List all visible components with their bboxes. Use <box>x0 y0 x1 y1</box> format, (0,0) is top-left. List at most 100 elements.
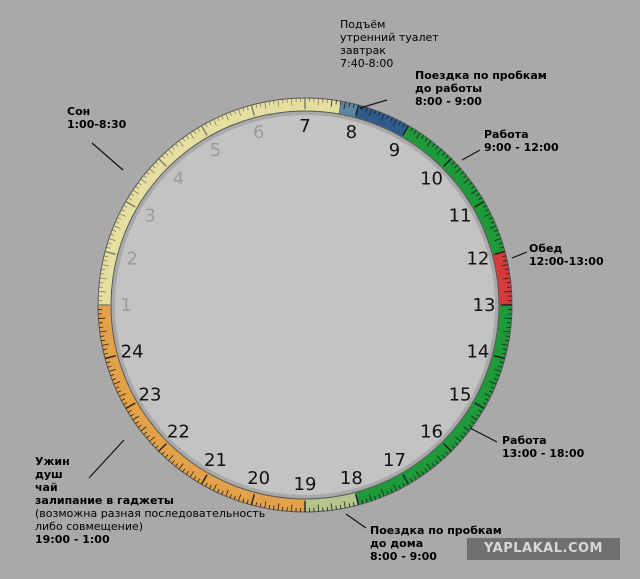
label-sleep-line-1: Сон <box>67 105 91 118</box>
label-morning-line-3: завтрак <box>340 44 386 57</box>
hour-number-9: 9 <box>389 140 400 161</box>
tick-mark <box>435 460 439 464</box>
tick-mark <box>484 393 491 397</box>
tick-mark <box>504 268 509 271</box>
tick-mark <box>471 421 475 425</box>
tick-mark <box>185 471 189 475</box>
tick-mark <box>409 478 413 483</box>
tick-mark <box>365 107 368 112</box>
tick-mark <box>175 143 179 147</box>
label-sleep-line-2: 1:00-8:30 <box>67 118 127 131</box>
label-work-2-line-2: 13:00 - 18:00 <box>502 447 585 460</box>
label-morning-line-1: Подъём <box>340 18 386 31</box>
hour-number-16: 16 <box>420 422 443 443</box>
tick-mark <box>155 161 159 165</box>
tick-mark <box>330 99 333 107</box>
tick-mark <box>490 221 495 224</box>
tick-mark <box>197 127 201 132</box>
label-work-1: Работа 9:00 - 12:00 <box>484 128 559 154</box>
tick-mark <box>110 233 115 236</box>
tick-mark <box>130 413 135 417</box>
tick-mark <box>413 130 417 135</box>
hour-number-1: 1 <box>120 295 131 316</box>
tick-mark <box>168 455 174 461</box>
tick-mark <box>498 242 503 245</box>
tick-mark <box>242 498 245 503</box>
tick-mark <box>108 368 116 372</box>
tick-mark <box>101 339 106 342</box>
tick-mark <box>238 494 242 502</box>
label-evening-line-7: 19:00 - 1:00 <box>35 533 110 546</box>
tick-mark <box>488 390 493 393</box>
tick-mark <box>149 168 155 174</box>
tick-mark <box>233 495 236 500</box>
callout-work-1 <box>461 149 481 161</box>
tick-mark <box>398 121 401 126</box>
tick-mark <box>368 108 372 116</box>
tick-mark <box>368 494 372 502</box>
tick-mark <box>505 273 510 275</box>
tick-mark <box>205 482 208 487</box>
tick-mark <box>463 431 467 435</box>
label-sleep: Сон 1:00-8:30 <box>67 105 126 131</box>
tick-mark <box>415 471 421 478</box>
tick-mark <box>482 402 487 405</box>
tick-mark <box>229 111 232 116</box>
tick-mark <box>143 431 147 435</box>
tick-mark <box>471 189 478 195</box>
tick-mark <box>101 268 106 271</box>
tick-mark <box>393 119 397 126</box>
tick-mark <box>460 435 464 439</box>
tick-mark <box>378 111 381 116</box>
tick-mark <box>421 135 425 139</box>
label-work-1-line-1: Работа <box>484 128 529 141</box>
label-lunch: Обед 12:00-13:00 <box>529 242 604 268</box>
tick-mark <box>484 398 489 401</box>
tick-mark <box>451 445 455 449</box>
tick-mark <box>104 355 116 360</box>
tick-mark <box>495 233 500 236</box>
label-work-2: Работа 13:00 - 18:00 <box>502 434 584 460</box>
tick-mark <box>221 490 224 495</box>
label-lunch-line-2: 12:00-13:00 <box>529 255 604 268</box>
tick-mark <box>205 123 208 128</box>
tick-mark <box>475 413 480 417</box>
tick-mark <box>455 168 461 174</box>
callout-lines <box>88 99 528 529</box>
tick-mark <box>108 238 116 242</box>
label-commute-to-line-1: Поездка по пробкам <box>415 69 547 82</box>
tick-mark <box>107 365 112 368</box>
tick-mark <box>119 393 126 397</box>
callout-commute-to <box>359 99 388 109</box>
tick-mark <box>441 454 446 458</box>
tick-mark <box>402 474 410 485</box>
tick-mark <box>155 445 159 449</box>
tick-mark <box>503 259 508 262</box>
tick-mark <box>149 436 155 442</box>
tick-mark <box>277 99 280 107</box>
hour-number-24: 24 <box>121 341 144 362</box>
tick-mark <box>209 121 212 126</box>
tick-mark <box>200 474 208 485</box>
tick-mark <box>490 386 495 389</box>
callout-evening <box>88 439 125 479</box>
label-evening-line-3: чай <box>35 481 58 494</box>
tick-mark <box>119 213 126 217</box>
tick-mark <box>436 149 442 155</box>
tick-mark <box>339 101 342 106</box>
tick-mark <box>137 182 142 186</box>
tick-mark <box>168 149 174 155</box>
tick-mark <box>443 158 452 167</box>
tick-mark <box>471 185 475 189</box>
tick-mark <box>443 443 452 452</box>
tick-mark <box>164 454 169 458</box>
tick-mark <box>415 132 421 139</box>
tick-mark <box>335 100 337 105</box>
hour-number-7: 7 <box>299 116 310 137</box>
dial-background <box>115 115 495 495</box>
tick-mark <box>238 108 242 116</box>
tick-mark <box>130 193 135 197</box>
